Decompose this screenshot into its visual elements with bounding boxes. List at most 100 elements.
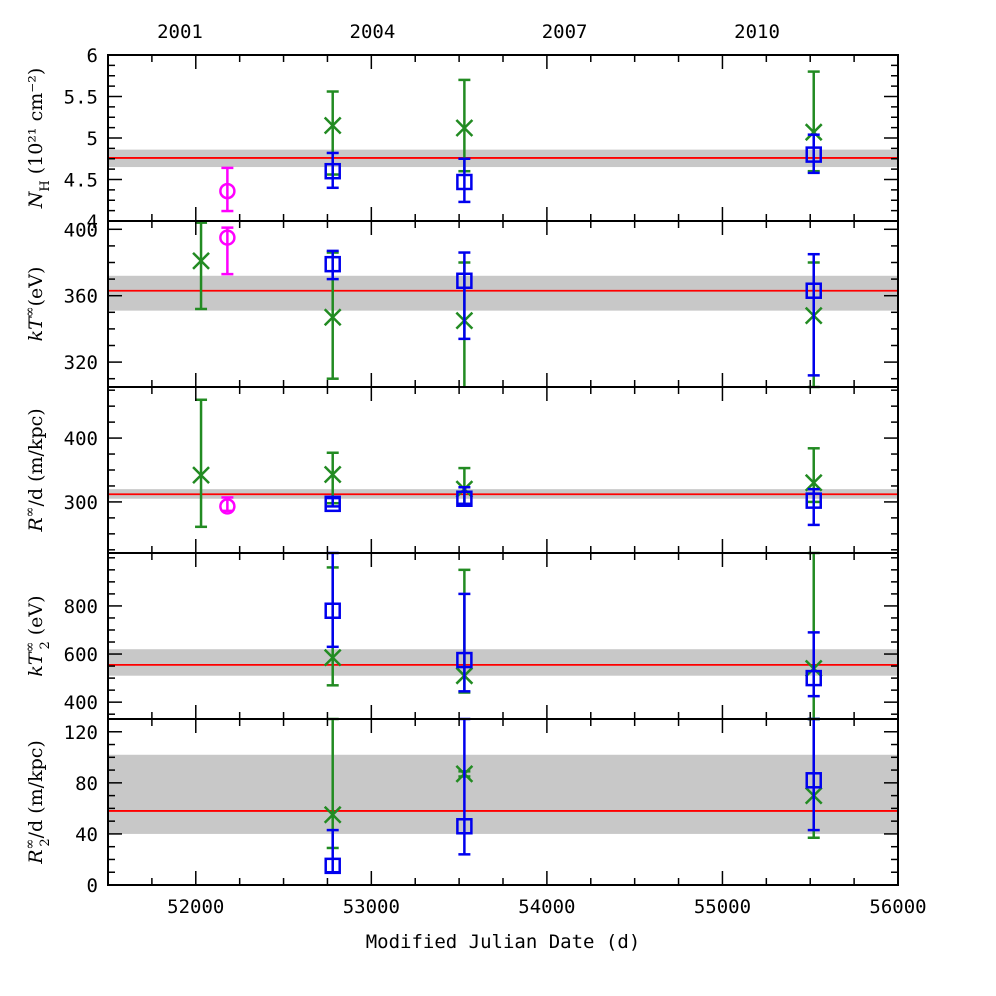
blue-square-point [805,487,822,527]
top-year-label: 2004 [350,21,396,43]
y-tick-label: 4 [87,211,98,233]
fit-band-r2 [108,754,898,834]
cross-marker [192,466,210,484]
cross-marker [323,116,342,135]
square-marker [324,162,341,180]
blue-square-point [324,495,341,513]
y-tick-label: 400 [64,219,98,241]
y-tick-label: 320 [64,352,98,374]
y-axis-label-nh: NH (10²¹ cm⁻²) [25,68,53,210]
y-label-rest: (10²¹ cm⁻²) [25,68,47,181]
x-tick-label: 52000 [167,896,224,918]
y-label-main: N [25,190,47,209]
square-marker [456,173,473,191]
cross-marker [323,308,342,327]
y-label-sub: H [38,180,53,191]
y-tick-label: 300 [64,492,98,514]
x-tick-label: 55000 [694,896,751,918]
cross-marker [455,119,474,137]
green-cross-point [192,398,210,529]
blue-square-point [324,249,341,281]
blue-square-point [324,151,341,190]
data-points-layer [192,70,823,875]
square-marker [324,255,341,273]
cross-marker [323,648,342,667]
magenta-circle-point [219,496,236,515]
blue-square-point [456,157,473,204]
square-marker [324,857,341,875]
circle-marker [219,182,236,200]
square-marker [456,651,473,669]
panel-frame-r [107,386,899,554]
y-tick-label: 800 [64,596,98,618]
y-tick-label: 6 [87,45,98,67]
y-axis-label-kt2: kT∞2 (eV) [23,595,53,676]
y-tick-label: 5.5 [64,87,98,109]
y-label-sup: ∞ [23,642,38,653]
square-marker [805,282,822,299]
square-marker [805,146,822,163]
y-label-sub: 2 [38,838,53,846]
y-label-rest: /d (m/kpc) [25,740,47,838]
square-marker [805,669,822,687]
square-marker [805,772,822,789]
cross-marker [192,251,210,270]
square-marker [805,492,822,509]
magenta-circle-point [219,226,236,276]
magenta-circle-point [219,166,236,213]
y-label-main: R [25,849,47,864]
y-tick-label: 600 [64,644,98,666]
x-axis-label: Modified Julian Date (d) [366,931,641,953]
y-tick-label: 0 [87,875,98,897]
y-tick-label: 120 [64,722,98,744]
x-tick-label: 53000 [343,896,400,918]
top-year-label: 2007 [542,21,588,43]
y-tick-label: 360 [64,286,98,308]
y-label-sup: ∞ [23,507,38,518]
y-label-sub: 2 [38,641,53,649]
y-label-rest: (eV) [25,595,47,641]
green-cross-point [455,78,474,173]
panel-frame-kt2 [107,552,899,720]
blue-square-point [456,251,473,341]
y-tick-label: 5 [87,128,98,150]
y-label-rest: (eV) [25,267,47,307]
square-marker [456,272,473,290]
blue-square-point [805,252,822,377]
y-tick-label: 80 [75,773,98,795]
fit-bands-layer [108,149,898,834]
y-label-main: R [25,517,47,532]
cross-marker [804,123,823,142]
y-axis-label-r: R∞/d (m/kpc) [23,408,47,532]
blue-square-point [324,828,341,875]
blue-square-point [805,631,822,698]
fit-band-kt2 [108,649,898,676]
x-tick-label: 56000 [869,896,926,918]
square-marker [456,818,473,835]
cross-marker [323,465,342,484]
axes-layer [107,54,899,886]
top-year-label: 2010 [734,21,780,43]
circle-marker [219,229,236,246]
cross-marker [323,805,342,824]
x-tick-label: 54000 [518,896,575,918]
y-label-sup: ∞ [23,306,38,317]
blue-square-point [456,485,473,507]
y-label-main: kT [25,316,47,342]
square-marker [324,495,341,513]
y-tick-label: 40 [75,824,98,846]
y-label-sup: ∞ [23,839,38,850]
y-tick-label: 400 [64,428,98,450]
circle-marker [219,498,236,515]
fit-band-kt [108,275,898,311]
y-axis-label-kt: kT∞(eV) [23,267,47,342]
blue-square-point [805,133,822,175]
y-axis-label-r2: R∞2/d (m/kpc) [23,740,53,865]
green-cross-point [192,221,210,311]
square-marker [324,602,341,619]
blue-square-point [456,592,473,693]
y-tick-label: 4.5 [64,170,98,192]
y-tick-label: 400 [64,692,98,714]
